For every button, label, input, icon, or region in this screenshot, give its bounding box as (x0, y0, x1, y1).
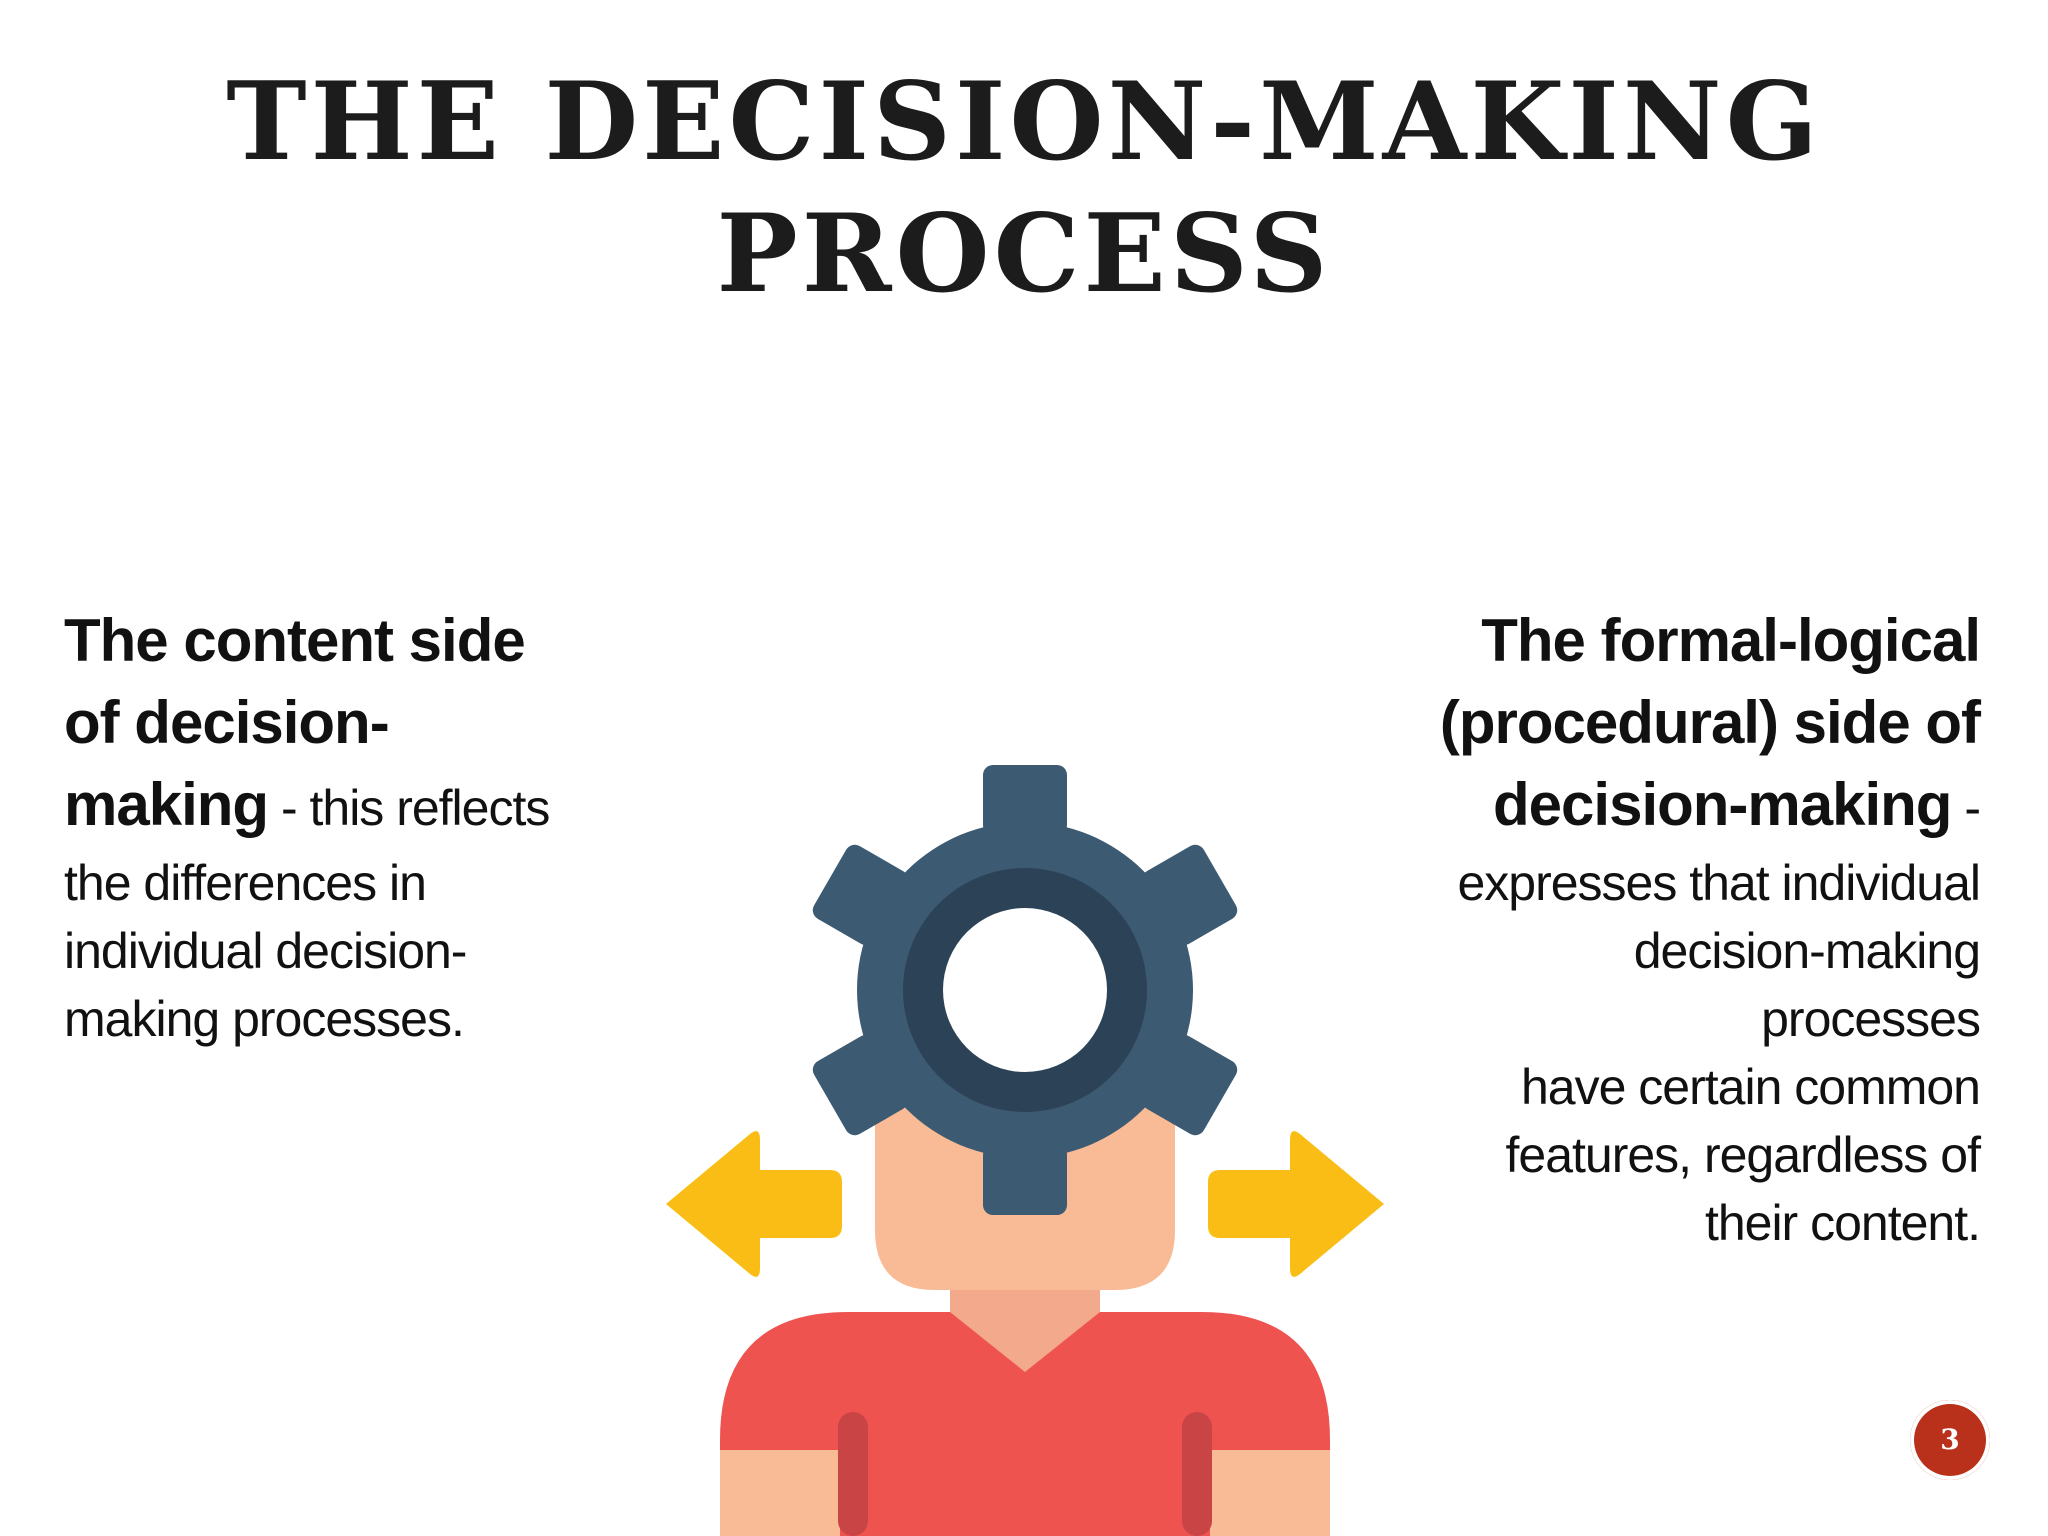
formal-side-heading-line-2: (procedural) side of (1439, 689, 1981, 756)
right-sleeve-crease (1182, 1412, 1212, 1536)
formal-side-body-line-2: decision-making (1633, 923, 1981, 979)
formal-side-heading-line-1: The formal-logical (1481, 607, 1981, 674)
formal-side-body-line-3: processes (1761, 991, 1981, 1047)
formal-side-body-line-6: their content. (1704, 1195, 1981, 1251)
shirt (720, 1312, 1330, 1536)
content-side-heading-line-1: The content side (64, 607, 526, 674)
formal-side-heading-term: decision-making (1493, 771, 1952, 838)
person-with-gear-head-icon (666, 765, 1384, 1536)
formal-logical-side-text-block: The formal-logical (procedural) side of … (1360, 600, 1982, 1257)
formal-side-body-line-4: have certain common (1520, 1059, 1981, 1115)
title-line-2: PROCESS (716, 191, 1332, 317)
content-side-heading-line-2: of decision- (64, 689, 390, 756)
title-line-1: THE DECISION-MAKING (226, 59, 1822, 185)
content-side-text-block: The content side of decision- making - t… (64, 600, 584, 1053)
content-side-heading-line-3: making - this reflects (64, 764, 584, 849)
left-arm (720, 1450, 840, 1536)
formal-side-heading-line-3: decision-making - (1360, 764, 1981, 849)
content-side-body-line-3: making processes. (64, 991, 465, 1047)
right-arm (1210, 1450, 1330, 1536)
slide-title: THE DECISION-MAKING PROCESS (0, 56, 2048, 320)
content-side-dash-text: - this reflects (268, 780, 550, 836)
left-arrow-icon (666, 1131, 842, 1277)
page-number: 3 (1940, 1423, 1960, 1456)
page-number-badge: 3 (1910, 1400, 1990, 1480)
content-side-body-line-2: individual decision- (64, 923, 467, 979)
gear-icon (812, 765, 1238, 1215)
left-sleeve-crease (838, 1412, 868, 1536)
right-arrow-icon (1208, 1131, 1384, 1277)
formal-side-body-line-5: features, regardless of (1505, 1127, 1982, 1183)
content-side-body-line-1: the differences in (64, 855, 427, 911)
formal-side-dash-text: - (1951, 780, 1981, 836)
content-side-heading-term: making (64, 771, 269, 838)
formal-side-body-line-1: expresses that individual (1457, 855, 1981, 911)
